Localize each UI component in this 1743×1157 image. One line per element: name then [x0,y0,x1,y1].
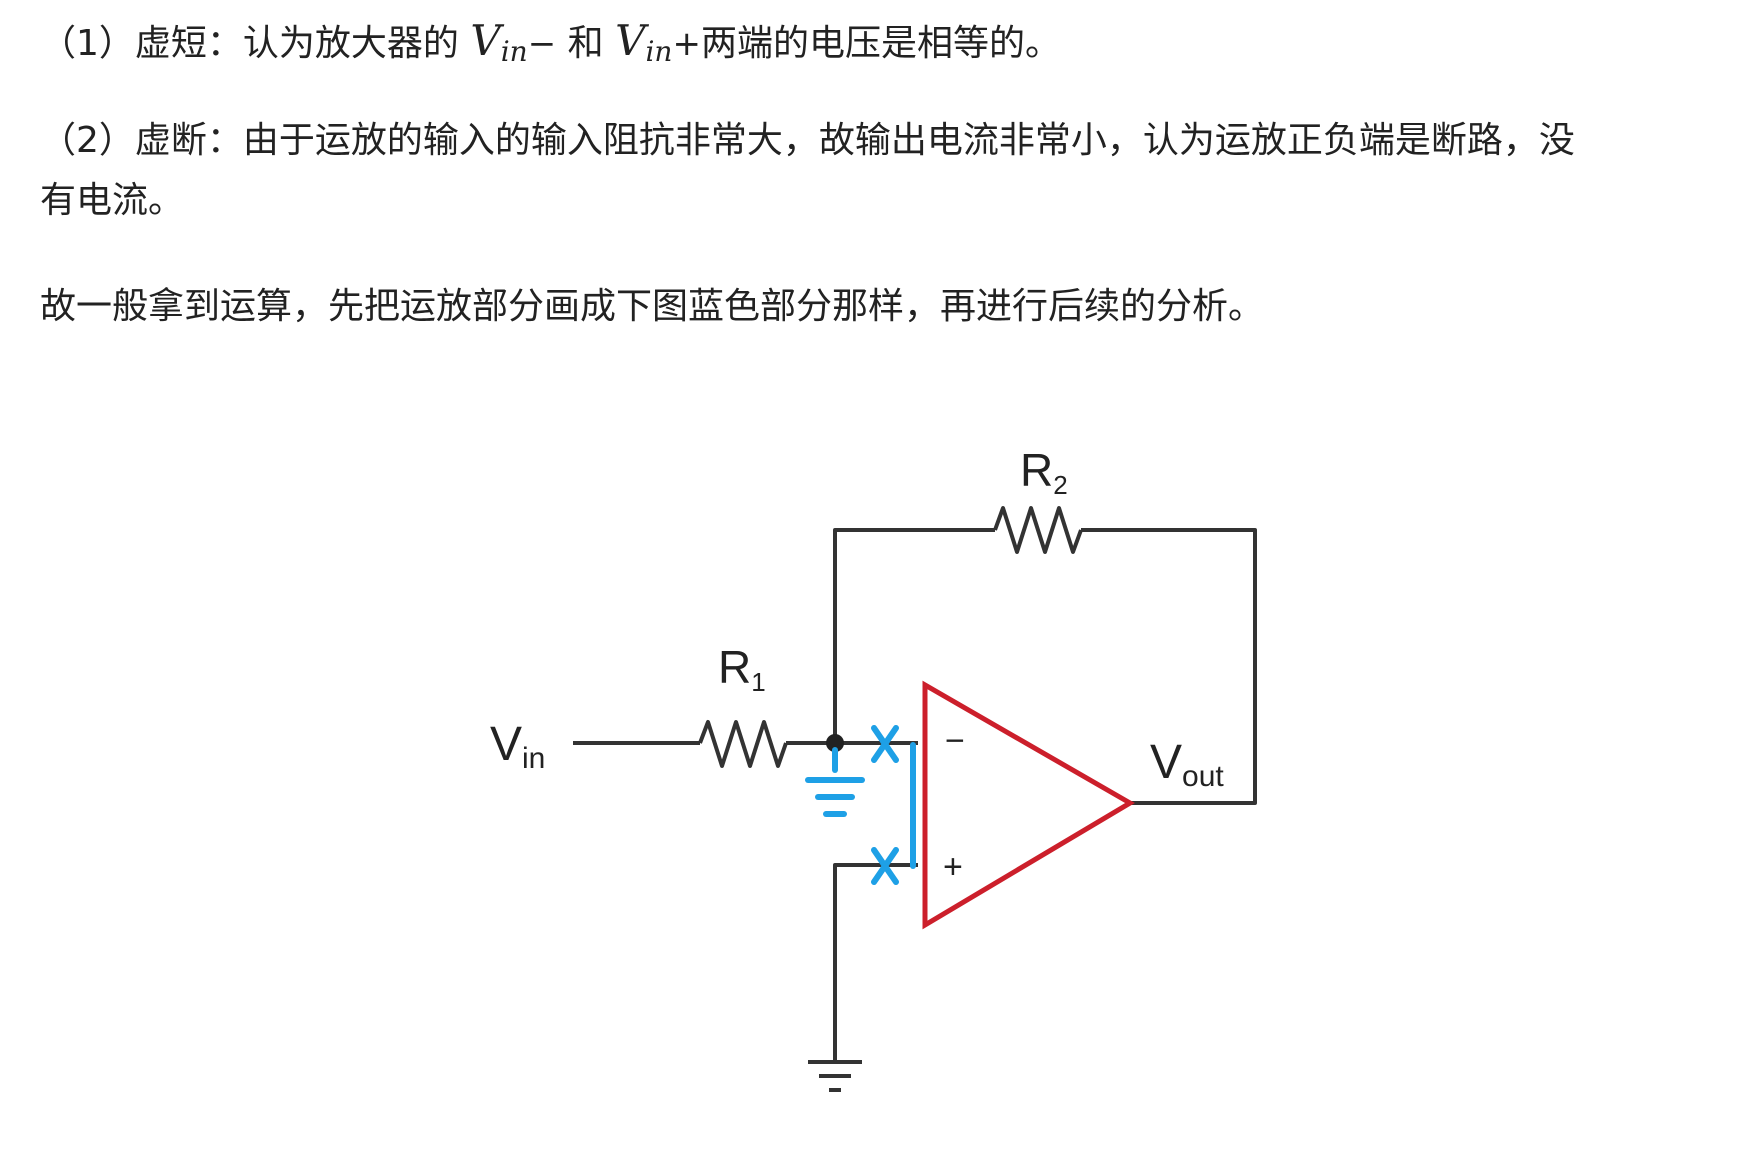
feedback-wire-left [833,528,995,743]
junction-node [826,734,844,752]
opamp-minus-label: − [945,722,965,760]
opamp-plus-label: + [943,848,963,886]
open-cross-plus-b [871,847,899,885]
virtual-short-and: 和 [567,23,604,64]
r1-label: R1 [718,641,766,697]
r1-resistor [698,720,788,768]
r2-resistor [993,506,1083,554]
vout-label: Vout [1150,736,1224,793]
paragraph-virtual-short: （1）虚短：认为放大器的 Vin− 和 Vin+两端的电压是相等的。 [40,12,1061,81]
paragraph-virtual-open-line1: （2）虚断：由于运放的输入的输入阻抗非常大，故输出电流非常小，认为运放正负端是断… [40,120,1575,161]
math-vin-minus: Vin− [470,16,557,68]
paragraph-analysis-note: 故一般拿到运算，先把运放部分画成下图蓝色部分那样，再进行后续的分析。 [40,286,1265,327]
feedback-wire-right [1081,528,1257,805]
plus-input-wire [833,863,918,1060]
vin-label: Vin [490,718,545,775]
math-vin-plus: Vin+ [615,16,701,68]
opamp-triangle [922,680,1135,930]
open-cross-minus-b [871,725,899,763]
virtual-short-lead: （1）虚短：认为放大器的 [40,23,459,64]
virtual-short-tail: 两端的电压是相等的。 [700,23,1061,64]
paragraph-virtual-open-line2: 有电流。 [40,180,185,221]
r2-label: R2 [1020,444,1068,500]
